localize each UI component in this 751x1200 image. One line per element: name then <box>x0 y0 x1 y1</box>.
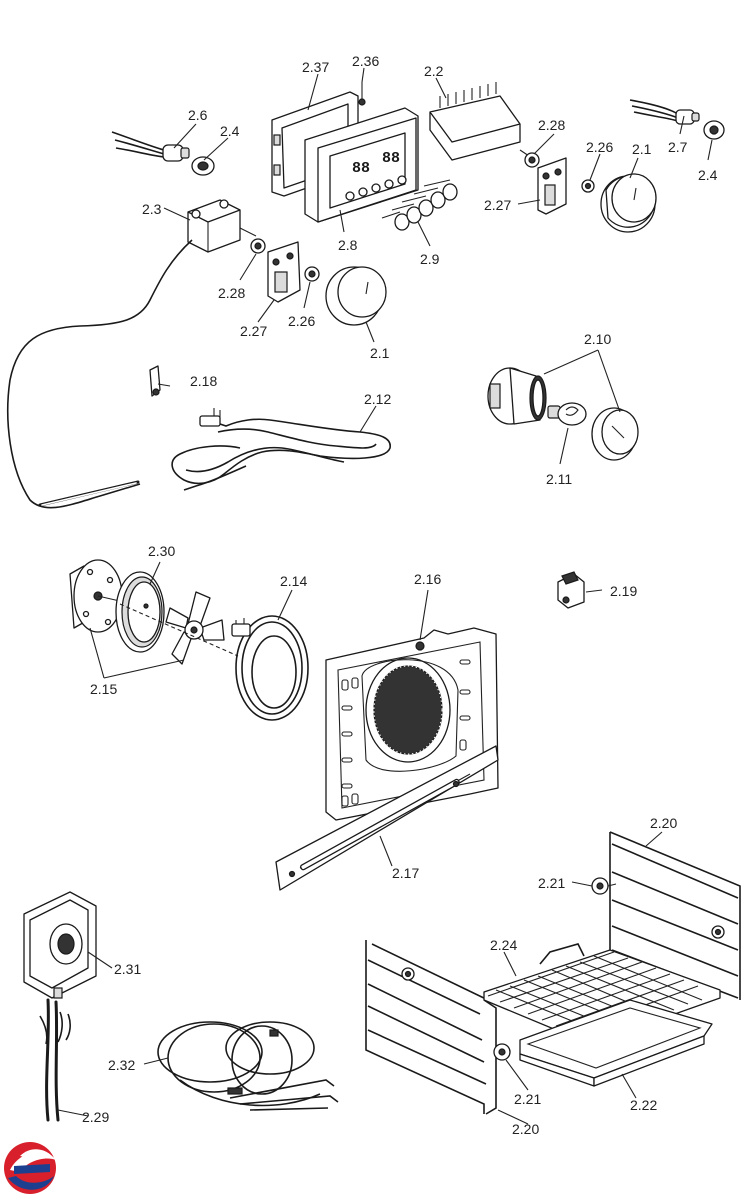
label-2-37: 2.37 <box>302 59 329 75</box>
part-2-17-rail[interactable] <box>275 745 499 891</box>
part-2-32-wiring-loom[interactable] <box>157 1021 339 1111</box>
label-2-21-upper: 2.21 <box>538 875 565 891</box>
label-2-9: 2.9 <box>420 251 440 267</box>
label-2-4-right: 2.4 <box>698 167 718 183</box>
part-2-36-screw[interactable] <box>358 82 366 106</box>
part-2-3-bulb-highlight <box>41 482 137 506</box>
part-2-27-bracket-left[interactable] <box>267 241 301 303</box>
label-2-27-right: 2.27 <box>484 197 511 213</box>
label-2-1-left: 2.1 <box>370 345 390 361</box>
label-2-2: 2.2 <box>424 63 444 79</box>
label-2-3: 2.3 <box>142 201 162 217</box>
part-2-2-switch[interactable] <box>429 82 533 161</box>
label-2-10: 2.10 <box>584 331 611 347</box>
label-2-8: 2.8 <box>338 237 358 253</box>
label-2-20-upper: 2.20 <box>650 815 677 831</box>
label-2-28-right: 2.28 <box>538 117 565 133</box>
label-2-20-lower: 2.20 <box>512 1121 539 1137</box>
part-2-14-circular-element[interactable] <box>231 615 309 721</box>
part-2-6-cable[interactable] <box>111 131 190 162</box>
label-2-28-left: 2.28 <box>218 285 245 301</box>
part-2-1-knob-right[interactable] <box>600 173 657 233</box>
label-2-4-left: 2.4 <box>220 123 240 139</box>
part-2-28-nut-right[interactable] <box>524 152 540 168</box>
part-2-8-timer[interactable]: 88 88 <box>304 107 419 223</box>
label-2-7: 2.7 <box>668 139 688 155</box>
part-2-15-fan-blade[interactable] <box>165 591 225 665</box>
label-2-14: 2.14 <box>280 573 307 589</box>
part-2-10-lamp-cover[interactable] <box>591 407 639 461</box>
part-2-10-lamp-holder[interactable] <box>487 367 547 425</box>
part-2-20-side-rack-left[interactable] <box>365 940 497 1115</box>
part-2-31-unit[interactable] <box>23 891 97 999</box>
part-2-4-gasket-left[interactable] <box>191 156 215 176</box>
part-2-9-buttons[interactable] <box>381 179 458 231</box>
label-2-22: 2.22 <box>630 1097 657 1113</box>
part-2-21-screw-upper[interactable] <box>591 877 617 895</box>
label-2-30: 2.30 <box>148 543 175 559</box>
label-2-32: 2.32 <box>108 1057 135 1073</box>
part-2-26-spindle-right[interactable] <box>581 179 595 193</box>
label-2-12: 2.12 <box>364 391 391 407</box>
part-2-11-bulb[interactable] <box>547 402 587 426</box>
label-2-21-lower: 2.21 <box>514 1091 541 1107</box>
label-2-31: 2.31 <box>114 961 141 977</box>
part-labels: 2.37 2.36 2.2 2.6 2.4 2.28 2.26 2.1 2.7 … <box>82 53 718 1137</box>
part-2-15-fan-motor[interactable] <box>69 559 125 633</box>
part-2-27-bracket-right[interactable] <box>537 157 567 215</box>
leader-lines <box>57 67 713 1125</box>
part-2-29-cable[interactable] <box>39 998 71 1122</box>
fan-axis-line <box>119 603 239 657</box>
label-2-15: 2.15 <box>90 681 117 697</box>
part-2-19-clip[interactable] <box>557 571 585 609</box>
part-2-28-nut-left[interactable] <box>250 238 266 254</box>
part-2-7-cable[interactable] <box>629 99 700 125</box>
part-2-1-knob-left[interactable] <box>325 266 387 326</box>
part-2-26-spindle-left[interactable] <box>304 266 320 282</box>
svg-text:88: 88 <box>352 160 370 177</box>
brand-logo-icon <box>4 1142 56 1194</box>
label-2-29: 2.29 <box>82 1109 109 1125</box>
label-2-11: 2.11 <box>546 471 572 487</box>
part-2-12-grill-element[interactable] <box>171 408 391 491</box>
part-2-21-screw-lower[interactable] <box>493 1043 511 1061</box>
label-2-1-right: 2.1 <box>632 141 652 157</box>
svg-text:88: 88 <box>382 150 400 167</box>
label-2-16: 2.16 <box>414 571 441 587</box>
label-2-26-right: 2.26 <box>586 139 613 155</box>
label-2-19: 2.19 <box>610 583 637 599</box>
label-2-6: 2.6 <box>188 107 208 123</box>
label-2-24: 2.24 <box>490 937 517 953</box>
label-2-26-left: 2.26 <box>288 313 315 329</box>
part-2-3-thermostat[interactable] <box>187 199 257 253</box>
part-2-3-capillary-tube <box>6 239 193 509</box>
label-2-36: 2.36 <box>352 53 379 69</box>
label-2-27-left: 2.27 <box>240 323 267 339</box>
label-2-18: 2.18 <box>190 373 217 389</box>
part-2-18-clip[interactable] <box>149 365 161 397</box>
label-2-17: 2.17 <box>392 865 419 881</box>
part-2-4-gasket-right[interactable] <box>703 120 725 140</box>
part-2-30-gasket[interactable] <box>115 571 165 653</box>
part-2-22-baking-tray[interactable] <box>519 999 713 1087</box>
